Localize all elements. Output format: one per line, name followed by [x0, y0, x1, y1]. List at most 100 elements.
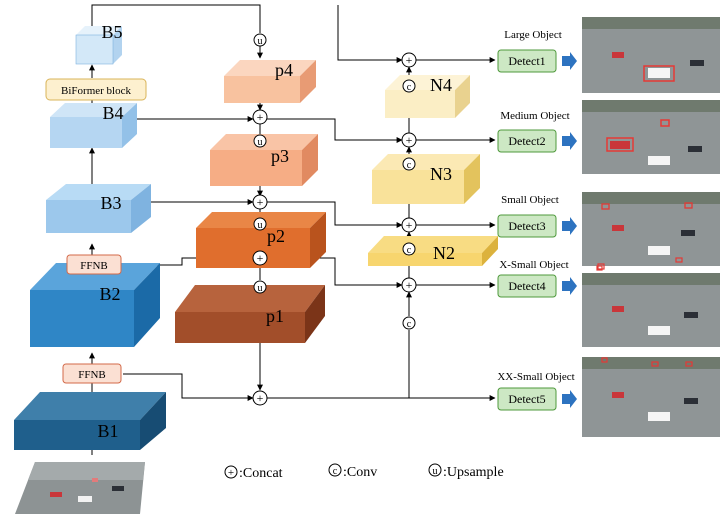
legend-upsample-label: :Upsample [443, 465, 504, 480]
p3-block: p3 [210, 134, 318, 186]
result-image-2 [582, 100, 720, 174]
svg-text:Detect5: Detect5 [508, 392, 545, 406]
result-images [582, 17, 720, 437]
legend-conv: c :Conv [328, 463, 377, 480]
blue-arrow-3 [562, 217, 577, 235]
n3-block: N3 [372, 154, 480, 204]
n2-block: N2 [368, 236, 498, 266]
concat-op-p3: + [252, 250, 268, 266]
input-image [15, 462, 145, 514]
conv-op-3: c [402, 242, 416, 256]
detect3-object: Small Object [501, 194, 559, 206]
svg-text:c: c [407, 160, 412, 171]
upsample-op-4: u [253, 280, 267, 294]
ffnb-upper: FFNB [66, 254, 122, 275]
svg-text:Detect1: Detect1 [508, 54, 545, 68]
n4-label: N4 [430, 75, 452, 95]
svg-text:u: u [258, 283, 263, 294]
conv-op-4: c [402, 316, 416, 330]
detect2-box: Detect2 Medium Object [497, 110, 570, 153]
svg-text:c: c [333, 466, 338, 477]
operators: u u u u + + + + + + + + c c c c [252, 33, 417, 406]
svg-text:+: + [257, 251, 264, 265]
concat-op-p4: + [252, 390, 268, 406]
n4-block: N4 [385, 75, 470, 118]
svg-text:c: c [407, 245, 412, 256]
detect4-object: X-Small Object [499, 259, 568, 271]
backbone-b5: B5 [75, 22, 123, 65]
svg-text:u: u [258, 137, 263, 148]
upsample-op-1: u [253, 33, 267, 47]
p2-label: p2 [267, 226, 285, 246]
detect3-box: Detect3 Small Object [497, 194, 559, 238]
backbone-b2: B2 [30, 263, 160, 347]
blue-arrow-5 [562, 390, 577, 408]
svg-text:+: + [406, 218, 413, 232]
upsample-op-2: u [253, 134, 267, 148]
svg-text:+: + [257, 110, 264, 124]
detect1-object: Large Object [504, 29, 562, 41]
backbone-b4: B4 [50, 103, 137, 148]
result-image-5 [582, 357, 720, 437]
biformer-label: BiFormer block [61, 85, 131, 97]
svg-text:+: + [406, 133, 413, 147]
concat-op-p2: + [252, 194, 268, 210]
upsample-op-3: u [253, 217, 267, 231]
blue-arrow-1 [562, 52, 577, 70]
concat-op-n3: + [401, 217, 417, 233]
blue-arrow-4 [562, 277, 577, 295]
biformer-block: BiFormer block [45, 78, 147, 101]
svg-text:u: u [258, 220, 263, 231]
detect4-box: Detect4 X-Small Object [497, 259, 569, 298]
svg-text:c: c [407, 82, 412, 93]
b4-label: B4 [102, 103, 123, 123]
svg-text:Detect3: Detect3 [508, 219, 545, 233]
detect1-box: Detect1 Large Object [497, 29, 562, 73]
detect5-box: Detect5 XX-Small Object [497, 371, 575, 411]
ffnb-lower-label: FFNB [78, 369, 106, 381]
conv-op-2: c [402, 157, 416, 171]
conv-op-1: c [402, 79, 416, 93]
concat-op-p1: + [252, 109, 268, 125]
result-image-1 [582, 17, 720, 93]
legend: + :Concat c :Conv u :Upsample [224, 463, 504, 481]
result-image-4 [582, 257, 720, 347]
n3-label: N3 [430, 164, 452, 184]
p1-label: p1 [266, 306, 284, 326]
legend-concat-label: :Concat [239, 466, 283, 481]
blue-arrows [562, 52, 577, 408]
p4-block: p4 [224, 60, 316, 103]
ffnb-lower: FFNB [62, 363, 122, 384]
concat-op-n2: + [401, 132, 417, 148]
legend-upsample: u :Upsample [428, 463, 504, 480]
svg-text:u: u [258, 36, 263, 47]
svg-text:+: + [228, 467, 234, 479]
blue-arrow-2 [562, 132, 577, 150]
detect5-object: XX-Small Object [497, 371, 574, 383]
p4-label: p4 [275, 60, 293, 80]
ffnb-upper-label: FFNB [80, 260, 108, 272]
p3-label: p3 [271, 146, 289, 166]
n2-label: N2 [433, 243, 455, 263]
b5-label: B5 [101, 22, 122, 42]
svg-text:+: + [406, 278, 413, 292]
svg-text:Detect2: Detect2 [508, 134, 545, 148]
svg-text:u: u [433, 466, 438, 477]
svg-text:Detect4: Detect4 [508, 279, 545, 293]
svg-text:+: + [406, 53, 413, 67]
backbone-b3: B3 [46, 184, 151, 233]
concat-op-n4: + [401, 277, 417, 293]
svg-text:+: + [257, 195, 264, 209]
legend-conv-label: :Conv [343, 465, 377, 480]
b2-label: B2 [99, 284, 120, 304]
p1-block: p1 [175, 285, 325, 343]
b3-label: B3 [100, 193, 121, 213]
concat-op-n1: + [401, 52, 417, 68]
result-image-3 [582, 192, 720, 266]
backbone-b1: B1 [14, 392, 166, 450]
svg-text:+: + [257, 391, 264, 405]
svg-text:c: c [407, 319, 412, 330]
b1-label: B1 [97, 421, 118, 441]
legend-concat: + :Concat [224, 465, 283, 481]
